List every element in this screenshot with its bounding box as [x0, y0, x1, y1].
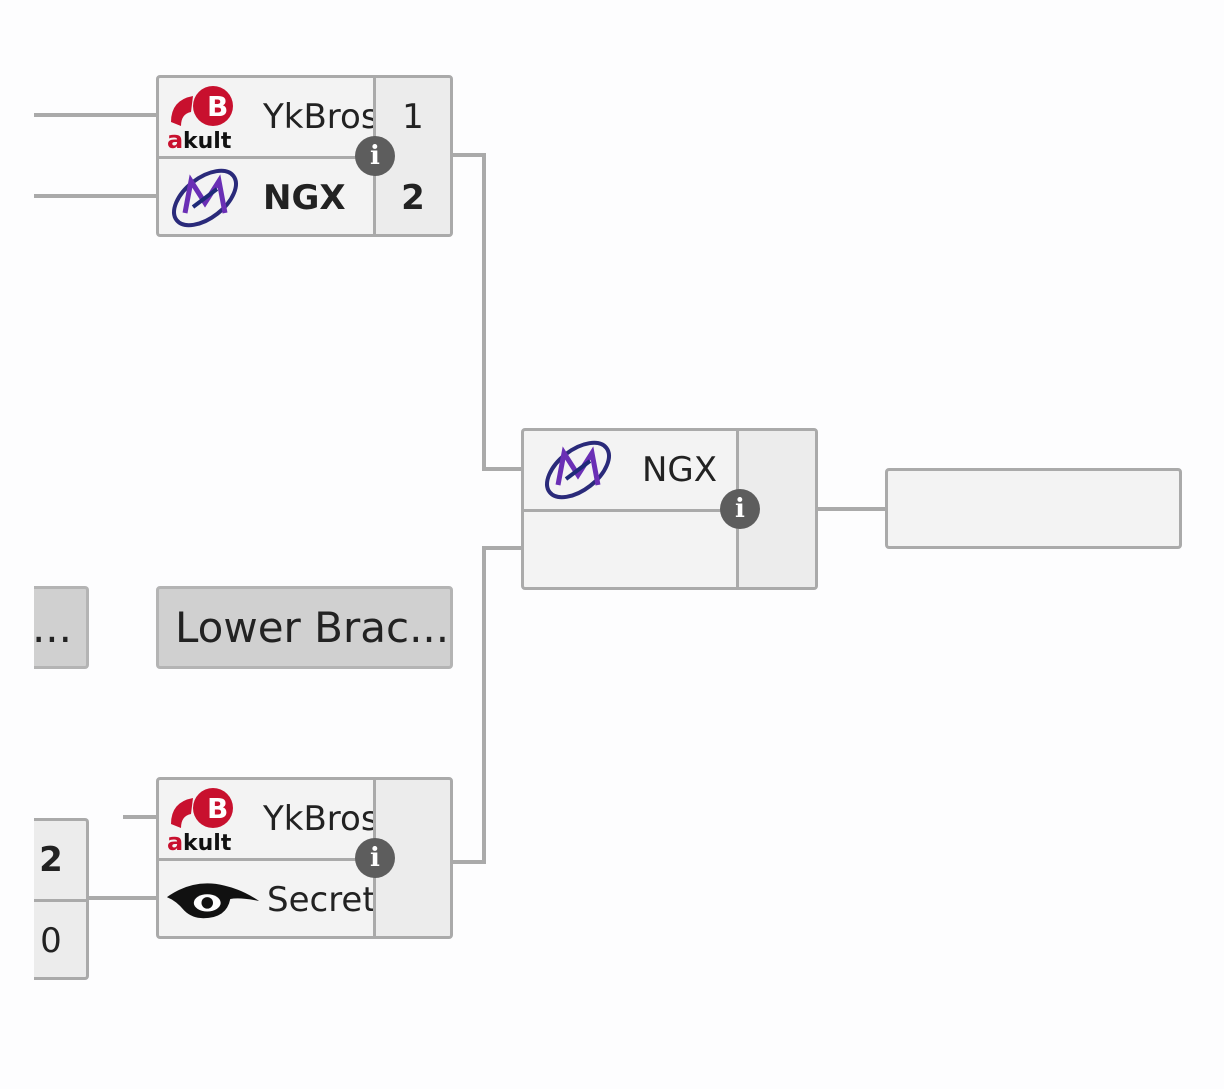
team-slot-ykbros[interactable]: B a kult YkBros: [159, 78, 450, 159]
header-label: Lower Brac...: [175, 603, 450, 652]
secret-logo-icon: [166, 883, 260, 919]
svg-text:a: a: [167, 126, 183, 152]
match-info-icon[interactable]: i: [355, 838, 395, 878]
score-value: 0: [40, 921, 62, 961]
connector-line: [815, 507, 887, 511]
divider: [34, 899, 86, 902]
svg-text:kult: kult: [183, 831, 232, 854]
team-slot-ykbros[interactable]: B a kult YkBros: [159, 780, 450, 861]
connector-line: [482, 546, 486, 864]
match-next-placeholder[interactable]: [885, 468, 1182, 549]
lower-bracket-header[interactable]: Lower Brac...: [156, 586, 453, 669]
connector-line: [34, 194, 158, 198]
svg-text:a: a: [167, 828, 183, 854]
ngx-logo-icon: [172, 168, 238, 228]
match-final[interactable]: NGX: [521, 428, 818, 590]
header-label: ...: [34, 603, 72, 652]
team-name: YkBros: [263, 97, 379, 137]
connector-line: [482, 153, 486, 471]
team-name: YkBros: [263, 799, 379, 839]
svg-text:B: B: [207, 792, 228, 825]
ngx-logo-icon: [545, 440, 611, 500]
connector-line: [450, 153, 486, 157]
connector-line: [123, 815, 159, 819]
team-name: NGX: [263, 178, 346, 218]
lower-bracket-header-partial[interactable]: ...: [34, 586, 89, 669]
match-upper[interactable]: B a kult YkBros NGX 1 2: [156, 75, 453, 237]
score-value: 1: [402, 97, 424, 137]
akult-logo-icon: B a kult: [167, 788, 233, 854]
score-value: 2: [401, 178, 425, 218]
connector-line: [482, 546, 524, 550]
connector-line: [34, 113, 158, 117]
connector-line: [86, 896, 159, 900]
connector-line: [482, 467, 524, 471]
match-lower[interactable]: B a kult YkBros Secret: [156, 777, 453, 939]
akult-logo-icon: B a kult: [167, 86, 233, 152]
team-slot-ngx[interactable]: NGX: [524, 431, 815, 512]
score-value: 2: [39, 840, 63, 880]
team-slot-ngx[interactable]: NGX: [159, 159, 450, 234]
team-slot-secret[interactable]: Secret: [159, 861, 450, 936]
match-info-icon[interactable]: i: [355, 136, 395, 176]
match-info-icon[interactable]: i: [720, 489, 760, 529]
team-name: NGX: [642, 450, 718, 490]
svg-text:kult: kult: [183, 129, 232, 152]
svg-text:B: B: [207, 90, 228, 123]
connector-line: [450, 860, 486, 864]
partial-score-box[interactable]: 2 0: [34, 818, 89, 980]
team-name: Secret: [267, 880, 376, 920]
